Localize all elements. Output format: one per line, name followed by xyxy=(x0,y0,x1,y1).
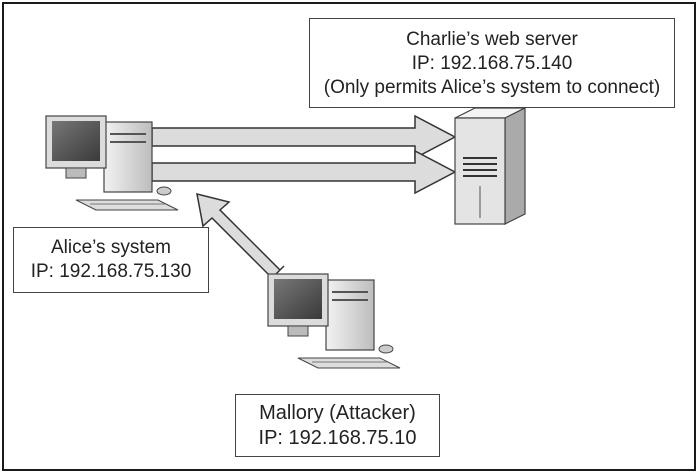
mallory-label-box: Mallory (Attacker) IP: 192.168.75.10 xyxy=(235,394,440,457)
server-note: (Only permits Alice’s system to connect) xyxy=(323,77,661,98)
alice-label-box: Alice’s system IP: 192.168.75.130 xyxy=(13,227,209,293)
server-label-box: Charlie’s web server IP: 192.168.75.140 … xyxy=(309,18,675,108)
attack-arrow xyxy=(196,192,285,280)
alice-ip: IP: 192.168.75.130 xyxy=(30,261,192,282)
mallory-ip: IP: 192.168.75.10 xyxy=(258,427,417,449)
connection-arrow-top xyxy=(151,114,457,160)
alice-name: Alice’s system xyxy=(50,237,171,258)
server-ip: IP: 192.168.75.140 xyxy=(411,53,573,74)
server-tower-icon xyxy=(454,107,526,225)
connection-arrow-bottom xyxy=(151,149,457,195)
server-name: Charlie’s web server xyxy=(406,29,578,50)
desktop-computer-icon xyxy=(267,273,401,369)
mallory-name: Mallory (Attacker) xyxy=(259,402,416,424)
desktop-computer-icon xyxy=(45,115,179,211)
